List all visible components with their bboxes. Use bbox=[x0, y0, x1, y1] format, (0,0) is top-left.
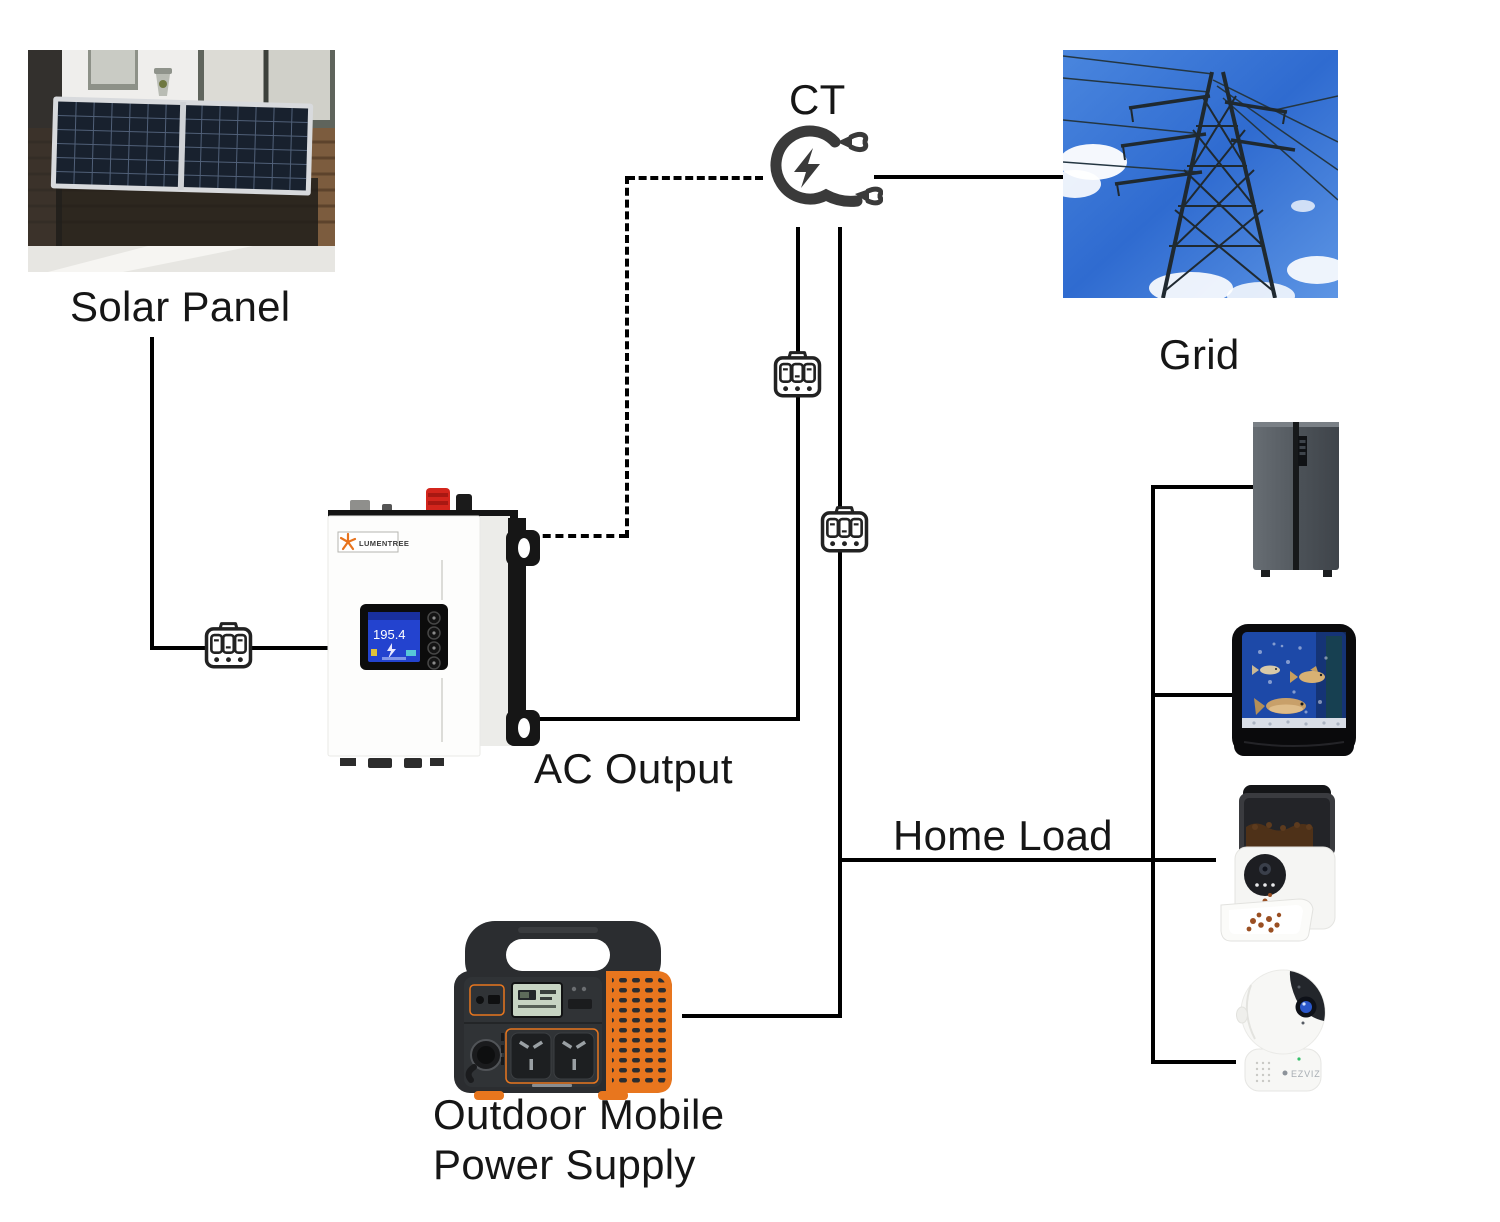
fridge-photo bbox=[1251, 418, 1341, 580]
inverter-display-value: 195.4 bbox=[373, 627, 406, 642]
wire-appliance-bus bbox=[1151, 485, 1155, 1064]
wire-ac-output bbox=[533, 717, 800, 721]
fish-mid bbox=[1290, 666, 1325, 683]
connector-icon-ct bbox=[771, 350, 824, 401]
wire-home-load bbox=[838, 858, 1216, 862]
ct-clamp-icon bbox=[753, 110, 883, 225]
wire-dashed-ct-top bbox=[627, 176, 763, 180]
inverter-brand-text: LUMENTREE bbox=[359, 539, 409, 548]
wire-branch-camera bbox=[1151, 1060, 1236, 1064]
wire-branch-fridge bbox=[1151, 485, 1253, 489]
solar-panel-photo bbox=[28, 50, 335, 272]
wire-ct-down-right bbox=[838, 227, 842, 1018]
power-station-photo bbox=[448, 915, 678, 1100]
wire-dashed-vertical bbox=[625, 176, 629, 538]
home-load-label: Home Load bbox=[893, 812, 1113, 859]
ac-output-label: AC Output bbox=[534, 745, 733, 792]
power-supply-label-line1: Outdoor Mobile bbox=[433, 1091, 725, 1138]
inverter-photo: LUMENTREE 195.4 bbox=[322, 486, 542, 776]
wire-power-supply bbox=[682, 1014, 842, 1018]
connector-icon-load bbox=[818, 505, 871, 556]
fish-big bbox=[1254, 698, 1306, 715]
pet-feeder-photo bbox=[1213, 783, 1348, 948]
wire-branch-aquarium bbox=[1151, 693, 1233, 697]
wire-ct-to-grid bbox=[874, 175, 1063, 179]
wire-ct-down-left bbox=[796, 227, 800, 721]
power-supply-label-line2: Power Supply bbox=[433, 1141, 696, 1188]
ct-label: CT bbox=[789, 76, 846, 123]
wire-dashed-to-inverter bbox=[530, 534, 627, 538]
grid-label: Grid bbox=[1159, 331, 1240, 378]
grid-photo bbox=[1063, 50, 1338, 298]
camera-brand-text: EZVIZ bbox=[1291, 1069, 1321, 1079]
aquarium-photo bbox=[1230, 622, 1358, 767]
fish-small bbox=[1252, 665, 1280, 675]
lumentree-logo-icon bbox=[339, 532, 357, 551]
camera-photo: EZVIZ bbox=[1233, 965, 1333, 1097]
solar-panel-label: Solar Panel bbox=[70, 283, 291, 330]
connector-icon-solar bbox=[202, 621, 255, 672]
wire-solar-down bbox=[150, 337, 154, 648]
